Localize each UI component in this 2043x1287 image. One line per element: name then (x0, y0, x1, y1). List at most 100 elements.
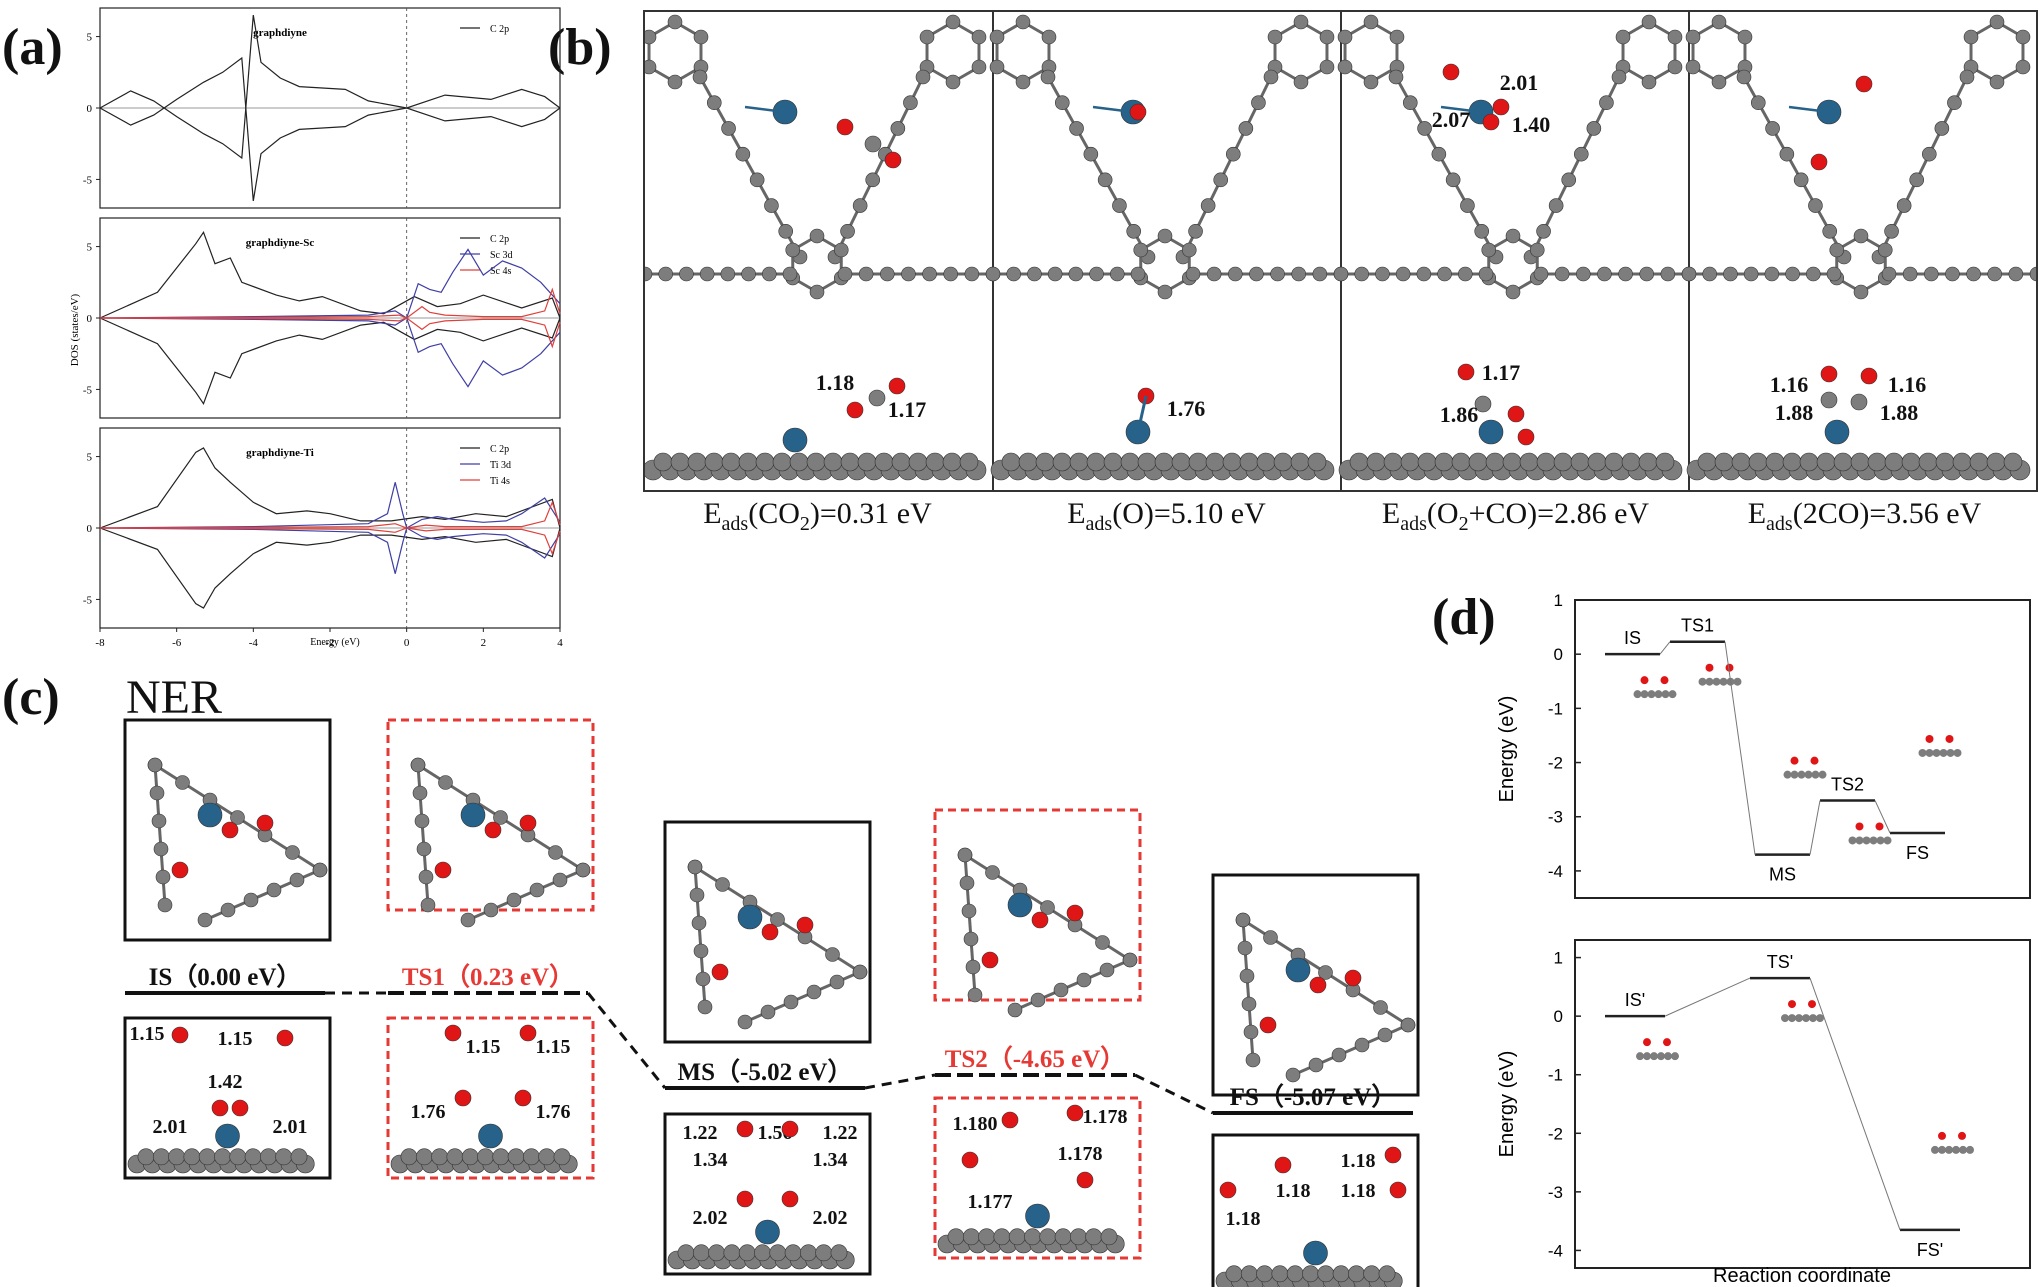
oxygen-atom (1810, 756, 1819, 765)
metal-atom (1824, 419, 1850, 445)
bond-length-label: 2.01 (1500, 70, 1539, 95)
oxygen-atom (171, 1026, 189, 1044)
substrate-atom (1052, 452, 1072, 472)
carbon-atom (637, 266, 653, 282)
substrate-atom (290, 1148, 308, 1166)
oxygen-atom (1810, 153, 1828, 171)
carbon-atom (414, 813, 430, 829)
carbon-atom (1006, 266, 1022, 282)
carbon-atom (1373, 1000, 1388, 1015)
substrate-atom (723, 1244, 741, 1262)
oxygen-atom (1855, 822, 1864, 831)
carbon-atom (2008, 266, 2024, 282)
y-tick-label: -3 (1548, 808, 1563, 827)
carbon-atom (1963, 29, 1979, 45)
carbon-atom (1206, 266, 1222, 282)
carbon-atom (1089, 266, 1104, 282)
carbon-atom (761, 266, 777, 282)
carbon-atom (1795, 1014, 1803, 1023)
substrate-atom (1103, 452, 1123, 472)
x-tick-label: 2 (481, 637, 487, 649)
bond-length-label: 1.76 (411, 1101, 446, 1123)
metal-atom (215, 1123, 240, 1149)
carbon-atom (741, 266, 756, 282)
dos-curve-spin-up (99, 482, 561, 529)
carbon-atom (721, 121, 736, 136)
carbon-atom (1939, 748, 1948, 757)
carbon-atom (692, 69, 708, 85)
bond-length-label: 1.17 (1482, 360, 1521, 385)
carbon-atom (1337, 59, 1353, 75)
carbon-atom (1457, 266, 1473, 282)
substrate-atom (229, 1148, 247, 1166)
carbon-atom (1068, 266, 1084, 282)
dos-curve-spin-down (99, 527, 561, 574)
y-tick-label: 5 (87, 242, 93, 254)
carbon-atom (840, 223, 855, 239)
substrate-atom (1400, 452, 1420, 472)
substrate-atom (1604, 452, 1624, 472)
bond-length-label: 1.22 (823, 1122, 858, 1144)
profile-connector (1664, 977, 1751, 1017)
carbon-atom (1647, 690, 1656, 699)
carbon-atom (1431, 146, 1447, 162)
substrate-atom (1638, 452, 1658, 472)
substrate-atom (1256, 1265, 1274, 1283)
oxygen-atom (1788, 1000, 1796, 1009)
substrate-atom (1587, 452, 1607, 472)
substrate-atom (1286, 1265, 1304, 1283)
carbon-atom (1481, 242, 1497, 258)
substrate-atom (789, 452, 809, 472)
oxygen-atom (1705, 663, 1714, 672)
carbon-atom (1460, 198, 1475, 213)
substrate-atom (815, 1244, 833, 1262)
substrate-atom (1901, 452, 1921, 472)
carbon-atom (1157, 284, 1173, 300)
carbon-atom (1884, 223, 1899, 239)
pathway-connector (586, 992, 667, 1089)
carbon-atom (1989, 74, 2005, 90)
substrate-atom (670, 452, 690, 472)
carbon-atom (1319, 59, 1335, 75)
profile-ylabel: Energy (eV) (1496, 696, 1518, 803)
carbon-atom (1536, 223, 1551, 239)
bond-length-label: 1.22 (683, 1122, 718, 1144)
carbon-atom (1822, 223, 1838, 239)
carbon-atom (1331, 1047, 1347, 1063)
carbon-atom (679, 266, 694, 282)
carbon-atom (943, 266, 959, 282)
substrate-atom (431, 1148, 449, 1166)
carbon-atom (945, 74, 961, 90)
dos-curve-spin-down (99, 317, 561, 388)
metal-atom (460, 802, 486, 828)
carbon-atom (2015, 29, 2031, 45)
carbon-atom (155, 869, 171, 885)
carbon-atom (1157, 228, 1173, 244)
carbon-atom (410, 757, 426, 773)
carbon-atom (1445, 172, 1461, 188)
carbon-atom (879, 266, 895, 282)
carbon-atom (1416, 266, 1432, 282)
carbon-atom (706, 95, 722, 111)
carbon-atom (959, 875, 975, 891)
bond-length-label: 1.88 (1880, 400, 1919, 425)
substrate-atom (687, 452, 707, 472)
substrate-atom (1120, 452, 1140, 472)
carbon-atom (1267, 29, 1283, 45)
y-tick-label: -2 (1548, 754, 1563, 773)
profile-connector (1659, 641, 1671, 655)
state-label: IS' (1625, 990, 1645, 1010)
substrate-atom (1986, 452, 2006, 472)
oxygen-atom (434, 861, 452, 879)
carbon-atom (1015, 74, 1031, 90)
carbon-atom (1671, 1052, 1679, 1061)
substrate-atom (704, 452, 724, 472)
carbon-atom (1076, 972, 1092, 988)
oxygen-atom (1725, 663, 1734, 672)
carbon-atom (1561, 172, 1577, 188)
oxygen-atom (884, 151, 902, 169)
substrate-atom (891, 452, 911, 472)
y-tick-label: 0 (1554, 1007, 1563, 1026)
carbon-atom (1733, 677, 1742, 686)
carbon-atom (852, 198, 868, 213)
